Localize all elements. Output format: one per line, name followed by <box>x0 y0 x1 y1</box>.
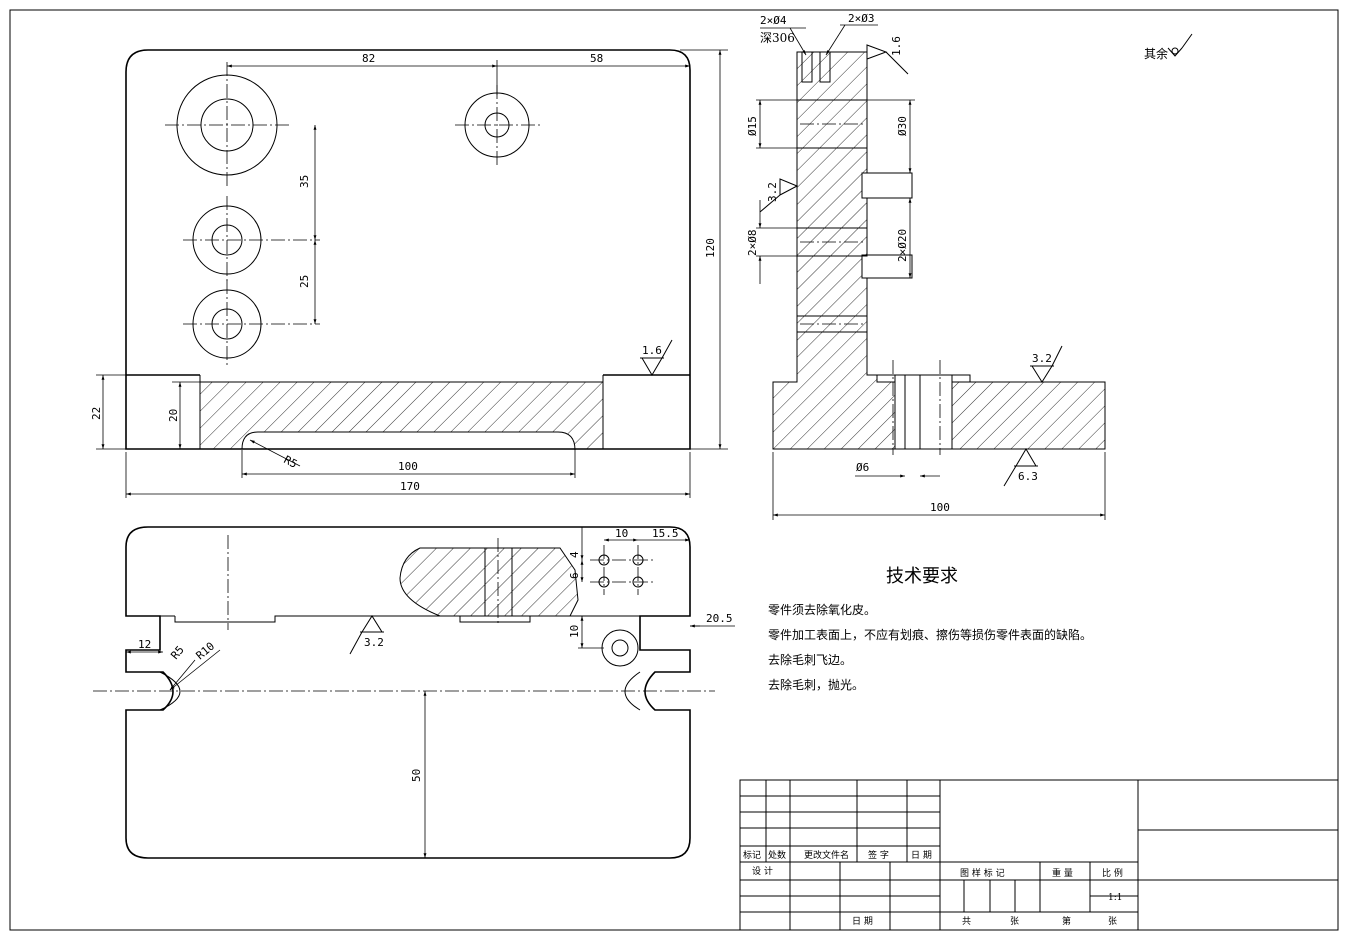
sheet-border <box>9 9 1339 931</box>
dim-d6: Ø6 <box>856 461 869 474</box>
tb-date2: 日 期 <box>852 916 873 927</box>
bottom-section-hatch <box>399 547 579 617</box>
side-section-hatch <box>772 51 896 450</box>
tech-line-1: 零件须去除氧化皮。 <box>768 602 876 617</box>
bottom-view: 10 15.5 6 4 20.5 10 12 R5 R10 50 3.2 <box>93 526 735 859</box>
dim-4: 4 <box>568 551 581 558</box>
tb-weight: 重 量 <box>1052 867 1073 879</box>
surface-side-bottom: 6.3 <box>1018 470 1038 483</box>
top-section-hatch <box>199 381 604 451</box>
dim-r5: R5 <box>282 453 300 471</box>
side-view: 2×Ø4 深306 2×Ø3 Ø15 Ø30 2×Ø8 2×Ø20 Ø6 100… <box>746 12 1106 520</box>
tb-sheets: 张 <box>1010 916 1019 927</box>
rest-roughness-symbol <box>1167 33 1193 57</box>
tb-count: 处数 <box>768 849 786 861</box>
label-holes3: 2×Ø3 <box>848 12 875 25</box>
tech-line-3: 去除毛刺飞边。 <box>768 652 852 667</box>
dim-20: 20 <box>167 409 180 422</box>
tb-mark: 标记 <box>743 849 761 861</box>
tb-sign: 签 字 <box>868 849 889 861</box>
dim-170: 170 <box>400 480 420 493</box>
dim-bottom-10a: 10 <box>615 527 628 540</box>
dim-12: 12 <box>138 638 151 651</box>
dim-50: 50 <box>410 769 423 782</box>
dim-15-5: 15.5 <box>652 527 679 540</box>
tech-line-2: 零件加工表面上，不应有划痕、擦伤等损伤零件表面的缺陷。 <box>768 627 1092 642</box>
dim-100: 100 <box>398 460 418 473</box>
label-depth: 深306 <box>760 31 795 45</box>
tb-stage: 图 样 标 记 <box>960 867 1005 879</box>
tb-page: 第 <box>1062 915 1071 927</box>
dim-holes20: 2×Ø20 <box>896 229 909 262</box>
top-view: 82 58 35 25 120 22 20 R5 100 170 1.6 <box>90 49 728 498</box>
surface-side-left: 3.2 <box>766 182 779 202</box>
dim-r10: R10 <box>194 640 218 663</box>
tech-title: 技术要求 <box>886 566 958 587</box>
dim-d15: Ø15 <box>746 116 759 136</box>
tb-scale: 1:1 <box>1108 893 1122 903</box>
tb-design: 设 计 <box>752 865 773 877</box>
dim-side-100: 100 <box>930 501 950 514</box>
title-block: 标记 处数 更改文件名 签 字 日 期 设 计 日 期 图 样 标 记 重 量 … <box>739 779 1339 931</box>
dim-58: 58 <box>590 52 603 65</box>
label-holes4: 2×Ø4 <box>760 14 787 27</box>
dim-120: 120 <box>704 238 717 258</box>
dim-d30: Ø30 <box>896 116 909 136</box>
dim-bottom-r5: R5 <box>168 643 186 662</box>
dim-25: 25 <box>298 275 311 288</box>
surface-top-view: 1.6 <box>642 344 662 357</box>
tb-date: 日 期 <box>911 850 932 861</box>
tb-total: 共 <box>962 916 971 927</box>
dim-35: 35 <box>298 175 311 188</box>
surface-bottom-view: 3.2 <box>364 636 384 649</box>
rest-label: 其余 <box>1144 46 1168 61</box>
surface-side-top: 1.6 <box>890 36 903 56</box>
surface-side-right: 3.2 <box>1032 352 1052 365</box>
dim-6: 6 <box>568 572 581 579</box>
dim-82: 82 <box>362 52 375 65</box>
tech-line-4: 去除毛刺，抛光。 <box>768 677 864 692</box>
dim-22: 22 <box>90 407 103 420</box>
tb-sheets2: 张 <box>1108 916 1117 927</box>
tb-scale-label: 比 例 <box>1102 867 1123 879</box>
dim-20-5: 20.5 <box>706 612 733 625</box>
dim-holes8: 2×Ø8 <box>746 230 759 257</box>
tb-doc: 更改文件名 <box>804 849 849 861</box>
dim-bottom-10b: 10 <box>568 625 581 638</box>
